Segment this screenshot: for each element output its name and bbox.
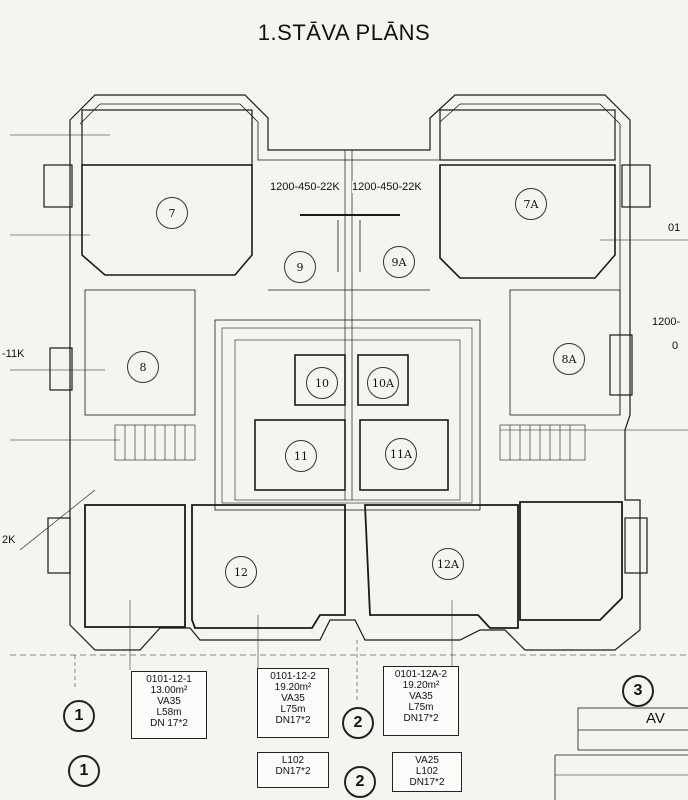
- core-block: [214, 319, 481, 511]
- room-10: [294, 354, 346, 406]
- axis-marker-1-lower: 1: [68, 755, 100, 787]
- room-label: 10A: [367, 367, 399, 399]
- plan-title: 1.STĀVA PLĀNS: [257, 20, 431, 45]
- room-7-bay: [81, 164, 253, 276]
- legend-code: AV: [646, 710, 665, 727]
- pipe-tag-edge-2: 0: [672, 340, 679, 352]
- stair-left: [114, 424, 196, 461]
- room-11: [254, 419, 346, 491]
- room-11a: [359, 419, 449, 491]
- room-10a: [357, 354, 409, 406]
- room-7a-bay: [439, 164, 616, 279]
- room-7-upper: [81, 109, 253, 166]
- legend-table: [577, 707, 688, 751]
- room-label: 9A: [383, 246, 415, 278]
- window-left-8: [49, 347, 73, 391]
- pipe-tag-corner: 2K: [2, 534, 16, 546]
- room-8a: [509, 289, 621, 416]
- building-outline: [69, 94, 641, 651]
- room-label: 7: [156, 197, 188, 229]
- room-label: 11: [285, 440, 317, 472]
- axis-marker-3: 3: [622, 675, 654, 707]
- pipe-tag-edge-1: 01: [668, 222, 681, 234]
- axis-marker-2: 2: [342, 707, 374, 739]
- room-8: [84, 289, 196, 416]
- pipe-tag-far-left: -11K: [2, 348, 25, 360]
- room-label: 9: [284, 251, 316, 283]
- room-label: 7A: [515, 188, 547, 220]
- room-label: 11A: [385, 438, 417, 470]
- room-12a-2: [364, 504, 519, 629]
- room-label: 12A: [432, 548, 464, 580]
- room-7a-upper: [439, 109, 616, 161]
- building-outline-inner: [79, 103, 621, 415]
- room-12-1: [84, 504, 186, 628]
- axis-marker-1: 1: [63, 700, 95, 732]
- window-left-7: [43, 164, 73, 208]
- pipe-tag-left: 1200-450-22K: [270, 181, 340, 193]
- room-12a-1: [519, 501, 623, 621]
- window-right-7a: [621, 164, 651, 208]
- window-right-8a: [609, 334, 633, 396]
- axis-marker-2-lower: 2: [344, 766, 376, 798]
- stair-right: [499, 424, 586, 461]
- room-label: 8A: [553, 343, 585, 375]
- room-label: 12: [225, 556, 257, 588]
- pipe-tag-right: 1200-450-22K: [352, 181, 422, 193]
- room-label: 10: [306, 367, 338, 399]
- pipe-tag-far-right: 1200-: [652, 316, 681, 328]
- room-12-2: [191, 504, 346, 629]
- room-label: 8: [127, 351, 159, 383]
